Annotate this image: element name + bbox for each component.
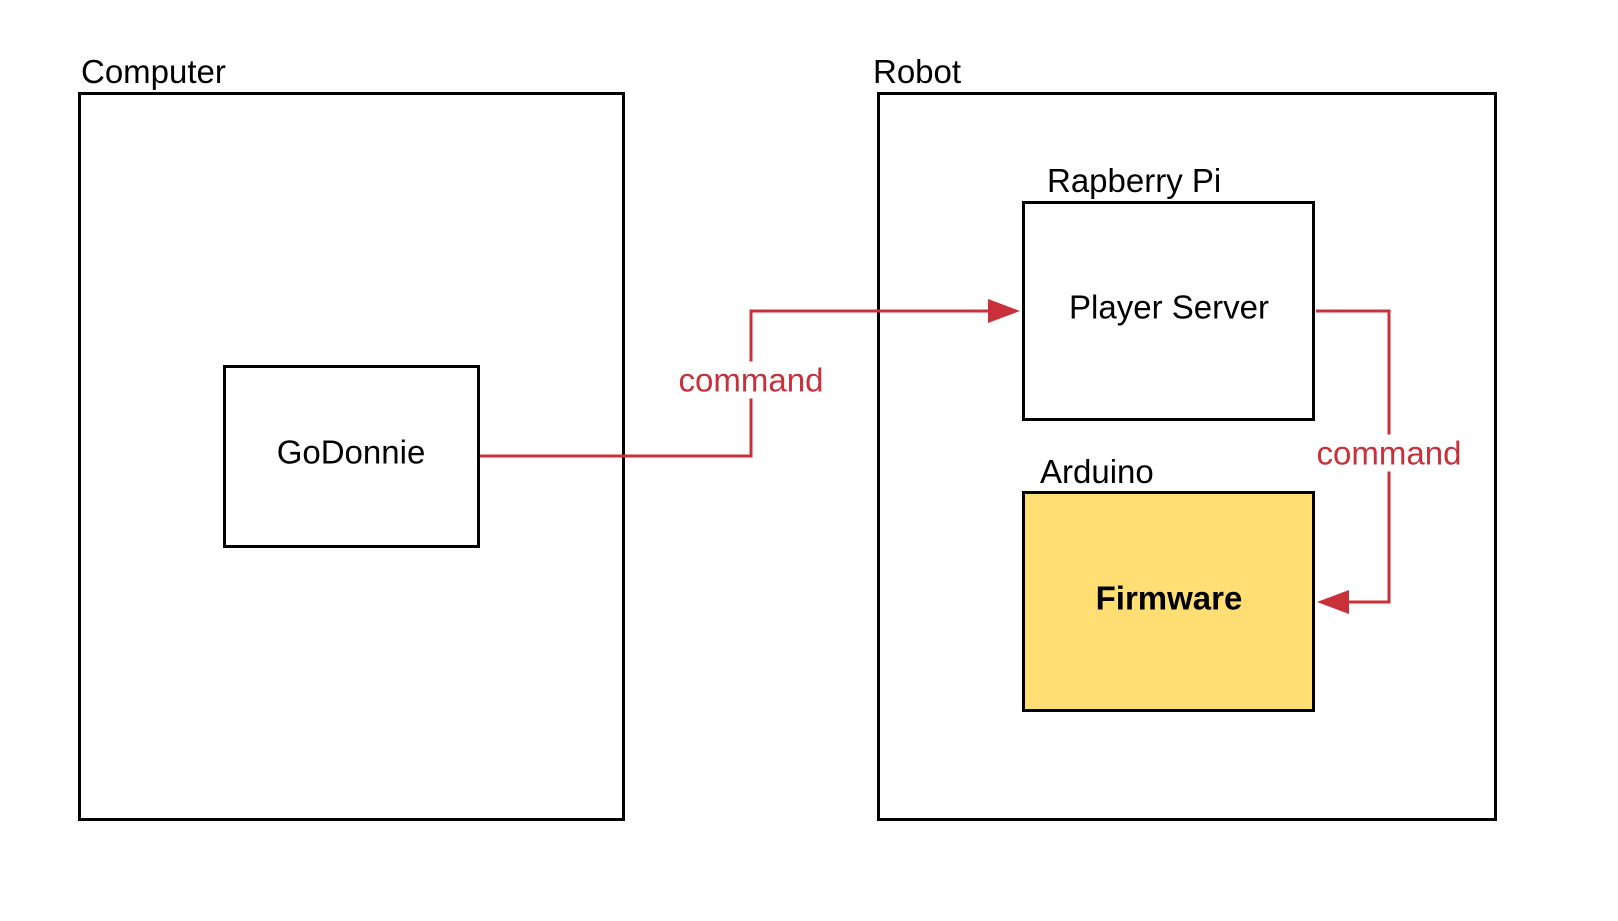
player-server-label: Player Server [1069,288,1269,326]
godonnie-label: GoDonnie [276,433,426,471]
raspberry-pi-title: Rapberry Pi [1047,162,1222,199]
edge-label-command-2: command [1316,434,1462,472]
arduino-title: Arduino [1040,453,1154,490]
firmware-node[interactable] [1022,491,1315,712]
firmware-label: Firmware [1095,579,1243,617]
godonnie-node[interactable] [223,365,480,548]
arrowhead-firmware-icon [1317,590,1349,614]
robot-title: Robot [873,53,962,90]
player-server-node[interactable] [1022,201,1315,421]
edge-label-command-1: command [678,361,824,399]
arrowhead-player-server-icon [988,299,1020,323]
computer-title: Computer [81,53,226,90]
